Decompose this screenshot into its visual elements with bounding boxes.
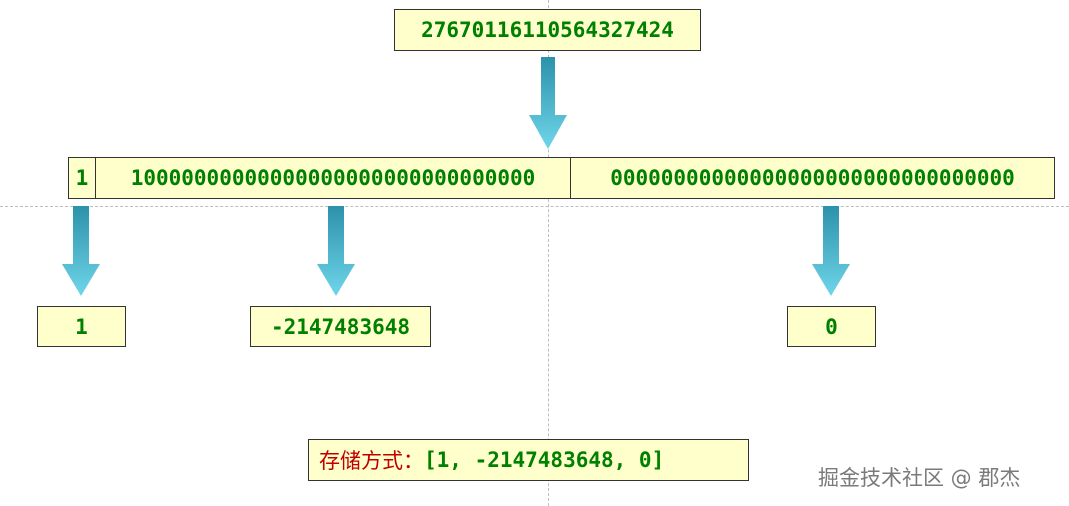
part-box-low: 0: [787, 306, 876, 347]
high-bits-cell: 10000000000000000000000000000000: [96, 158, 571, 198]
arrow-down-icon: [317, 206, 355, 296]
low-bits-cell: 00000000000000000000000000000000: [610, 166, 1015, 190]
sign-bit-cell: 1: [69, 158, 96, 198]
part-box-high: -2147483648: [250, 306, 431, 347]
storage-label: 存储方式：: [319, 449, 424, 473]
top-value-text: 27670116110564327424: [421, 18, 674, 42]
top-value-box: 27670116110564327424: [394, 9, 701, 51]
watermark: 掘金技术社区 @ 郡杰: [818, 466, 1021, 490]
arrow-down-icon: [529, 57, 567, 149]
bit-layout-row: 1 10000000000000000000000000000000 00000…: [68, 157, 1055, 199]
part-box-sign: 1: [37, 306, 126, 347]
storage-box: 存储方式： [1, -2147483648, 0]: [308, 439, 749, 481]
horizontal-guide-line: [0, 206, 1069, 207]
arrow-down-icon: [812, 206, 850, 296]
arrow-down-icon: [62, 206, 100, 296]
vertical-guide-line: [548, 0, 549, 506]
storage-value: [1, -2147483648, 0]: [424, 448, 665, 472]
